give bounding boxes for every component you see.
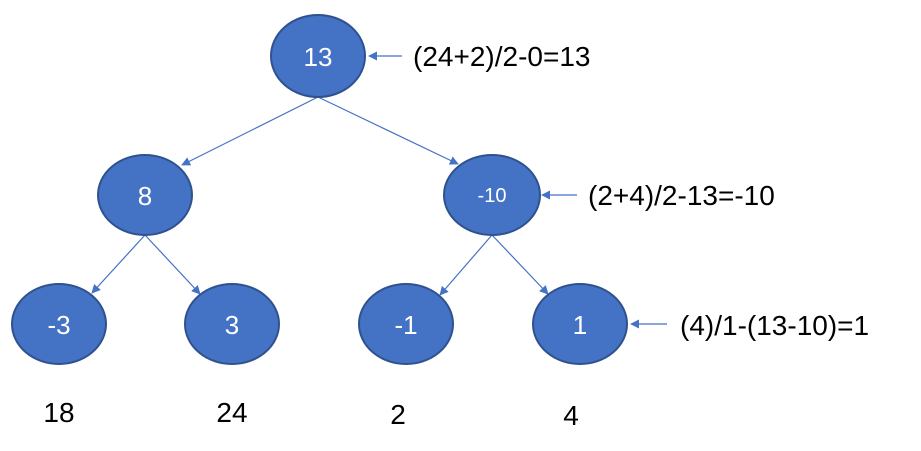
leaf-value-left-left: 18 <box>43 397 74 428</box>
edge-right-rightright <box>491 234 549 295</box>
edge-root-right <box>317 96 459 165</box>
node-right-right: 1 <box>532 283 628 365</box>
node-right-right-label: 1 <box>573 310 587 340</box>
node-right-label: -10 <box>478 185 507 207</box>
annotation-right-right: (4)/1-(13-10)=1 <box>680 310 869 341</box>
leaf-value-right-right: 4 <box>563 400 579 431</box>
node-right-left-label: -1 <box>394 310 417 340</box>
node-right-left: -1 <box>358 283 454 365</box>
annotation-arrows <box>368 51 667 329</box>
annotation-right: (2+4)/2-13=-10 <box>588 180 775 211</box>
node-right: -10 <box>443 154 541 236</box>
tree-edges <box>91 96 549 296</box>
node-left-label: 8 <box>138 181 152 211</box>
node-left-right: 3 <box>184 283 280 365</box>
edge-root-left <box>181 96 319 166</box>
annotation-root: (24+2)/2-0=13 <box>413 41 590 72</box>
edge-left-leftright <box>144 234 201 295</box>
edge-left-leftleft <box>91 234 146 294</box>
node-root-label: 13 <box>304 42 333 72</box>
edge-right-rightleft <box>439 234 493 296</box>
node-left-left-label: -3 <box>47 310 70 340</box>
leaf-value-right-left: 2 <box>390 399 406 430</box>
node-left-right-label: 3 <box>225 310 239 340</box>
leaf-value-left-right: 24 <box>216 397 247 428</box>
node-left: 8 <box>97 154 193 236</box>
node-root: 13 <box>270 14 366 98</box>
node-left-left: -3 <box>11 283 107 365</box>
